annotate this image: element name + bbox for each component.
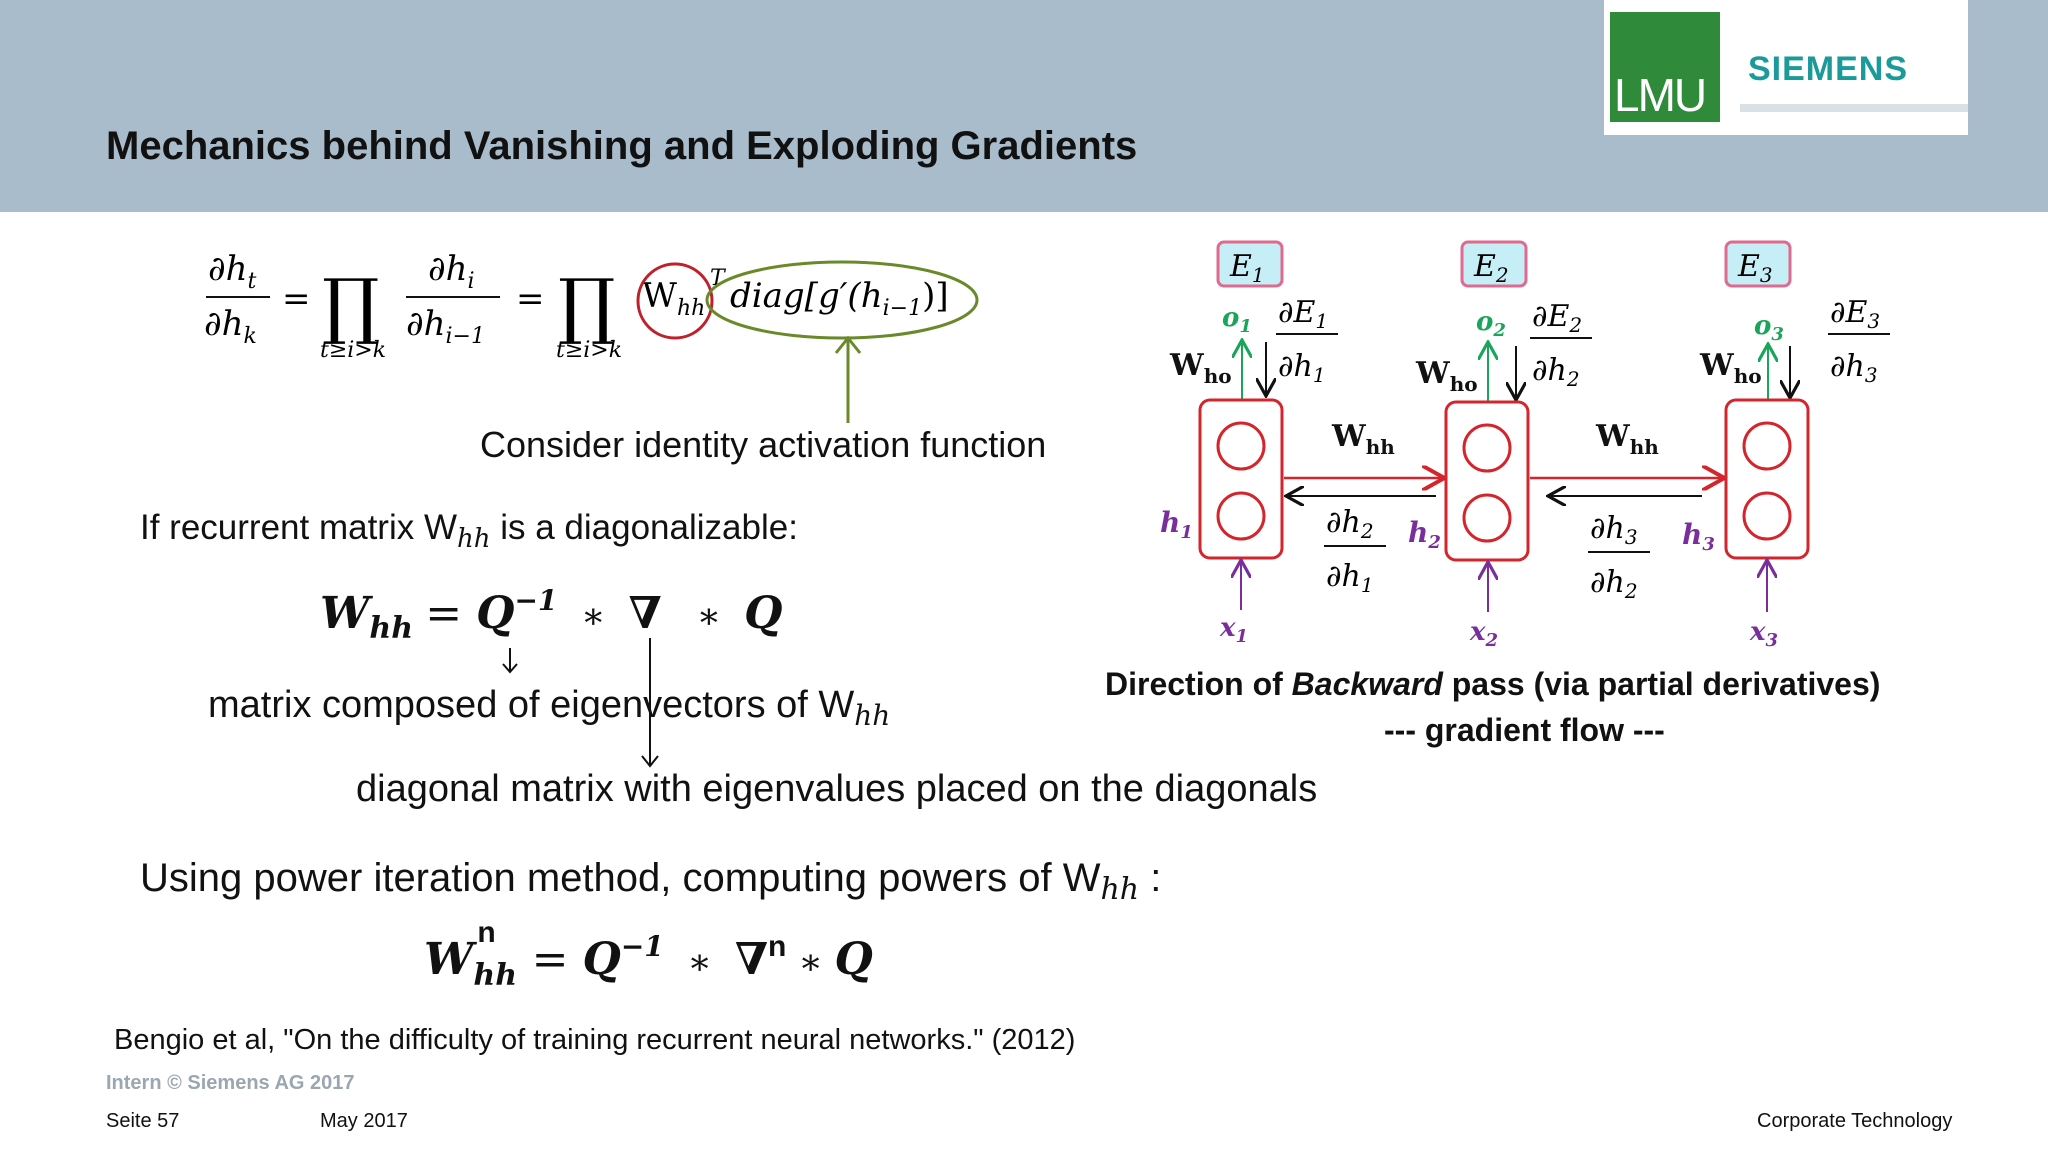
svg-text:x3: x3 [1749,617,1778,651]
svg-text:∂E2: ∂E2 [1532,299,1582,337]
slide-title: Mechanics behind Vanishing and Exploding… [106,124,1138,168]
svg-text:o2: o2 [1476,307,1506,341]
siemens-logo: SIEMENS [1748,50,1909,88]
footer-dept: Corporate Technology [1757,1110,1953,1132]
svg-text:∂h1: ∂h1 [1326,559,1374,597]
diagonalizable-text: If recurrent matrix Whh is a diagonaliza… [140,508,798,554]
svg-text:t≥i>k: t≥i>k [556,338,622,363]
svg-text:∂h2: ∂h2 [1590,565,1638,603]
svg-text:o3: o3 [1754,311,1784,345]
svg-text:∏: ∏ [322,263,379,347]
power-iteration-text: Using power iteration method, computing … [140,856,1162,907]
rnn-cell-3 [1724,398,1810,560]
eigenvalues-text: diagonal matrix with eigenvalues placed … [356,768,1318,810]
diagram-caption-gradient-flow: --- gradient flow --- [1384,712,1665,748]
diagram-caption: Direction of Backward pass (via partial … [1105,666,1881,702]
svg-text:t≥i>k: t≥i>k [320,338,386,363]
svg-text:o1: o1 [1222,303,1252,337]
svg-text:h2: h2 [1408,516,1441,553]
svg-text:∂h3: ∂h3 [1830,349,1878,387]
rnn-cell-2 [1444,400,1530,562]
svg-text:Whh: Whh [642,276,705,321]
svg-text:diag[g′(hi−1)]: diag[g′(hi−1)] [730,276,949,321]
svg-text:T: T [710,266,727,291]
svg-text:=: = [282,279,311,319]
power-equation: W n hh = Q−1 ∗ ∇n ∗ Q [424,916,873,993]
identity-activation-note: Consider identity activation function [480,424,1047,465]
decomposition-arrows [502,638,659,768]
svg-text:∂hk: ∂hk [204,304,257,349]
svg-text:Whh: Whh [1331,419,1395,459]
svg-text:Who: Who [1415,356,1478,396]
svg-text:∏: ∏ [558,263,615,347]
svg-text:=: = [516,279,545,319]
rnn-cell-1 [1198,398,1284,560]
svg-text:h3: h3 [1682,518,1715,555]
svg-text:x2: x2 [1469,617,1498,651]
error-box-3: E3 [1724,240,1792,288]
decomposition-equation: Whh = Q−1 ∗ ∇ ∗ Q [320,584,783,646]
citation: Bengio et al, "On the difficulty of trai… [114,1024,1076,1056]
error-box-2: E2 [1460,240,1528,288]
svg-text:∂E1: ∂E1 [1278,295,1328,333]
logo-divider-2 [1740,118,1968,134]
gradient-product-equation: ∂ht ∂hk = ∏ t≥i>k ∂hi ∂hi−1 = ∏ t≥i>k Wh… [204,249,979,423]
rnn-backward-diagram: E1 E2 E3 o1 o2 o3 ∂E1 ∂h1 ∂E2 ∂h2 ∂E3 ∂h… [1160,240,1890,651]
logo-divider [1740,104,1968,112]
svg-text:∂h3: ∂h3 [1590,511,1638,549]
footer-intern: Intern © Siemens AG 2017 [106,1072,355,1094]
svg-text:∂hi−1: ∂hi−1 [406,304,485,349]
svg-text:∂h2: ∂h2 [1532,353,1580,391]
svg-text:x1: x1 [1219,613,1248,647]
svg-text:∂ht: ∂ht [208,249,256,294]
footer-date: May 2017 [320,1110,408,1132]
error-box-1: E1 [1216,240,1284,288]
lmu-logo-text: LMU [1614,69,1707,121]
svg-text:Who: Who [1169,348,1232,388]
svg-text:Whh: Whh [1595,419,1659,459]
svg-text:h1: h1 [1160,506,1193,543]
eigenvectors-text: matrix composed of eigenvectors of Whh [208,684,891,732]
svg-text:∂hi: ∂hi [428,249,475,294]
lmu-logo: LMU [1610,12,1720,122]
footer-page: Seite 57 [106,1110,180,1132]
svg-text:∂h2: ∂h2 [1326,505,1374,543]
svg-text:∂E3: ∂E3 [1830,295,1880,333]
svg-text:Who: Who [1699,348,1762,388]
svg-text:∂h1: ∂h1 [1278,349,1326,387]
